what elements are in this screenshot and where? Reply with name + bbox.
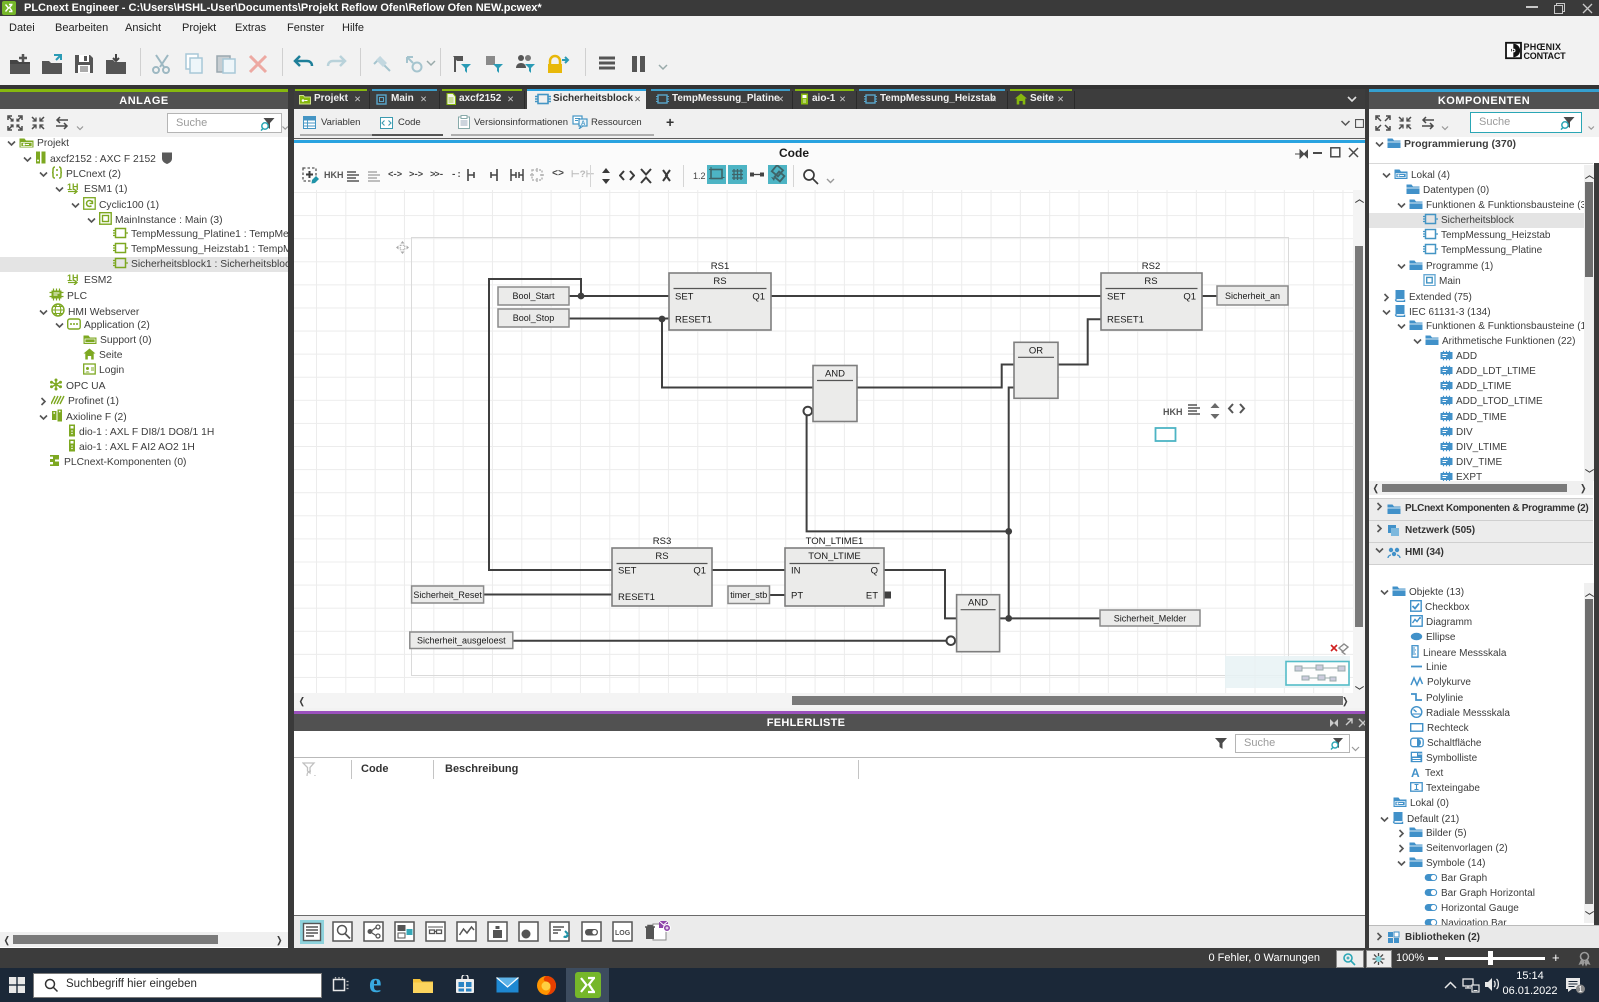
svg-text:Sicherheit_ausgeloest: Sicherheit_ausgeloest <box>417 636 506 646</box>
svg-text:Sicherheit_Melder: Sicherheit_Melder <box>1114 614 1187 624</box>
svg-text:Bool_Stop: Bool_Stop <box>513 313 555 323</box>
svg-text:RS1: RS1 <box>711 261 729 272</box>
svg-text:1H: 1H <box>67 182 79 192</box>
svg-text:RESET1: RESET1 <box>618 592 655 603</box>
svg-text:A: A <box>1411 766 1420 778</box>
svg-text:PT: PT <box>791 591 803 602</box>
svg-text:Sicherheit_an: Sicherheit_an <box>1225 291 1280 301</box>
svg-text:RS: RS <box>1144 276 1157 287</box>
svg-text:timer_stb: timer_stb <box>730 590 767 600</box>
svg-text:CONTACT: CONTACT <box>1524 51 1567 60</box>
svg-text:ET: ET <box>866 591 878 602</box>
svg-text:HKH: HKH <box>1163 407 1183 417</box>
svg-text:LOG: LOG <box>615 930 631 937</box>
svg-text:PHŒNIX: PHŒNIX <box>1524 42 1562 52</box>
svg-text:Q1: Q1 <box>1183 292 1196 303</box>
svg-text:TON_LTIME1: TON_LTIME1 <box>806 536 864 547</box>
svg-text:A: A <box>581 121 586 127</box>
svg-text:SET: SET <box>618 566 637 577</box>
svg-text:Q1: Q1 <box>693 566 706 577</box>
svg-text:Sicherheit_Reset: Sicherheit_Reset <box>413 590 482 600</box>
svg-text:RS3: RS3 <box>653 536 671 547</box>
svg-text:RS: RS <box>655 551 668 562</box>
svg-text:Bool_Start: Bool_Start <box>512 291 555 301</box>
svg-text:1H: 1H <box>67 273 79 283</box>
svg-text:Q: Q <box>871 566 878 577</box>
svg-text:RS2: RS2 <box>1142 261 1160 272</box>
svg-text:AND: AND <box>825 369 845 380</box>
svg-text:RESET1: RESET1 <box>675 315 712 326</box>
svg-text:1: 1 <box>1578 985 1583 994</box>
svg-text:Q1: Q1 <box>752 292 765 303</box>
svg-text:OR: OR <box>1029 345 1043 356</box>
svg-text:SET: SET <box>1107 292 1126 303</box>
svg-text:RS: RS <box>713 276 726 287</box>
svg-text:SET: SET <box>675 292 694 303</box>
svg-text:IN: IN <box>791 566 801 577</box>
svg-text:TON_LTIME: TON_LTIME <box>808 551 860 562</box>
svg-text:RESET1: RESET1 <box>1107 315 1144 326</box>
svg-text:AND: AND <box>968 598 988 609</box>
